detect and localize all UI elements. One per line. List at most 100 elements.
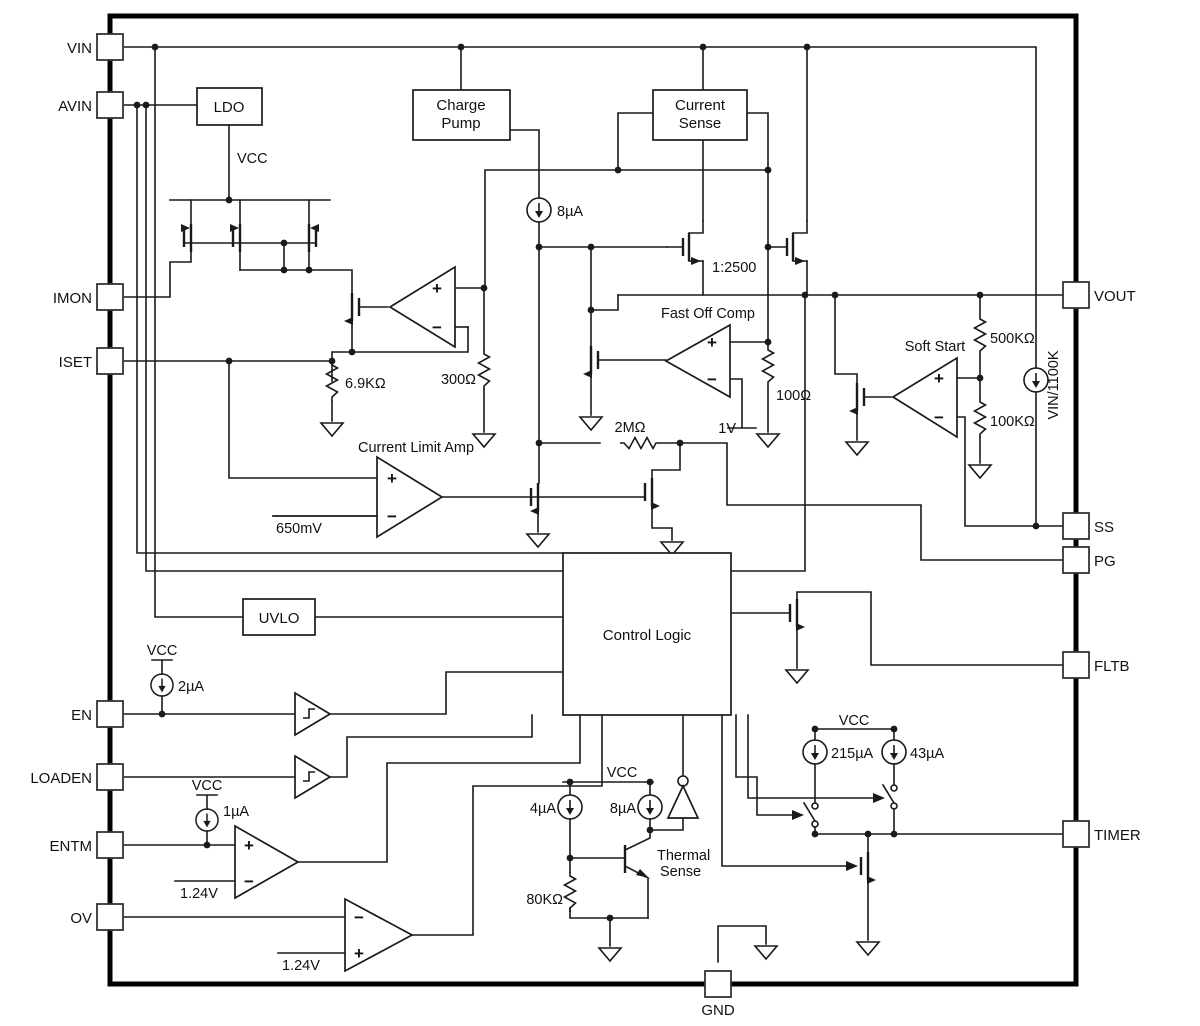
ldo-label: LDO <box>214 99 245 116</box>
pin-gnd <box>704 970 732 998</box>
resistor-300 <box>477 349 491 391</box>
label-8ua-b: 8µA <box>610 801 636 817</box>
label-gnd: GND <box>701 1002 735 1019</box>
transistors <box>181 220 876 884</box>
amp-signs: + − + − + − + − + − − + <box>244 279 944 963</box>
svg-text:Charge: Charge <box>436 97 485 114</box>
nmos-2m <box>643 478 660 510</box>
nmos-timer <box>859 852 876 884</box>
svg-text:Sense: Sense <box>679 115 722 132</box>
mirror-amp-minus: − <box>432 318 442 337</box>
en-schmitt-buffer <box>294 691 332 737</box>
fet-fastoff <box>583 346 600 378</box>
pin-loaden <box>96 763 124 791</box>
current-sources <box>150 197 1049 832</box>
label-1v: 1V <box>718 421 736 437</box>
resistor-500k <box>973 314 987 356</box>
current-source-vin-1100k <box>1023 367 1049 393</box>
label-pg: PG <box>1094 553 1116 570</box>
svg-text:Control Logic: Control Logic <box>603 627 692 644</box>
labels: VIN AVIN IMON ISET EN LOADEN ENTM OV VOU… <box>30 40 1141 1019</box>
label-avin: AVIN <box>58 98 92 115</box>
loaden-schmitt-buffer <box>294 754 332 800</box>
charge-pump-block <box>412 89 511 141</box>
softstart-minus: − <box>934 408 944 427</box>
label-124v-entm: 1.24V <box>180 886 218 902</box>
ldo-block <box>196 87 263 126</box>
label-1ua: 1µA <box>223 804 249 820</box>
ic-boundary <box>107 13 1079 987</box>
resistor-100 <box>761 345 775 387</box>
label-8ua-top: 8µA <box>557 204 583 220</box>
mirror-amp <box>388 265 456 349</box>
nmos-softstart <box>849 383 866 415</box>
label-124v-ov: 1.24V <box>282 958 320 974</box>
label-650mv: 650mV <box>276 521 322 537</box>
current-sense-block <box>652 89 748 141</box>
softstart-plus: + <box>934 369 944 388</box>
function-blocks: LDO Charge Pump Current Sense UVLO Contr… <box>196 87 748 716</box>
label-entm: ENTM <box>50 838 93 855</box>
label-43ua: 43µA <box>910 746 944 762</box>
pin-en <box>96 700 124 728</box>
pin-fltb <box>1062 651 1090 679</box>
timer-switches <box>802 783 898 828</box>
control-logic-block <box>562 552 732 716</box>
label-100: 100Ω <box>776 388 811 404</box>
uvlo-block <box>242 598 316 636</box>
fet-power-main <box>666 220 704 265</box>
pin-entm <box>96 831 124 859</box>
label-2ua: 2µA <box>178 679 204 695</box>
ov-comparator <box>344 897 414 973</box>
entm-plus: + <box>244 836 254 855</box>
thermal-inverter <box>666 783 700 819</box>
ov-plus: + <box>354 944 364 963</box>
label-vcc-timer: VCC <box>839 713 870 729</box>
pin-vin <box>96 33 124 61</box>
pmos-mirror-1 <box>181 224 193 252</box>
label-vcc-entm: VCC <box>192 778 223 794</box>
nmos-cla <box>529 483 540 515</box>
label-softstart: Soft Start <box>905 339 965 355</box>
pin-ov <box>96 903 124 931</box>
pin-vout <box>1062 281 1090 309</box>
current-source-43ua <box>881 739 907 765</box>
cla-minus: − <box>387 507 397 526</box>
label-cla: Current Limit Amp <box>358 440 474 456</box>
soft-start-amp <box>891 356 958 439</box>
amplifiers <box>234 265 958 973</box>
junction-dots <box>133 43 1040 922</box>
entm-comparator <box>234 824 300 900</box>
pin-timer <box>1062 820 1090 848</box>
nmos-fltb <box>788 599 805 631</box>
schmitt-glyph <box>303 771 315 782</box>
label-vin1100k: VIN/1100K <box>1046 350 1062 419</box>
current-source-8ua-top <box>526 197 552 223</box>
current-source-4ua <box>557 794 583 820</box>
label-ss: SS <box>1094 519 1114 536</box>
label-vcc-ldo: VCC <box>237 151 268 167</box>
label-vcc-thermal: VCC <box>607 765 638 781</box>
label-timer: TIMER <box>1094 827 1141 844</box>
resistor-100k <box>973 397 987 439</box>
inverter-bubble <box>677 775 689 787</box>
resistor-80k <box>563 871 577 913</box>
fastoff-plus: + <box>707 333 717 352</box>
label-imon: IMON <box>53 290 92 307</box>
pin-ss <box>1062 512 1090 540</box>
wires <box>122 46 1064 963</box>
label-iset: ISET <box>59 354 92 371</box>
fet-power-sense <box>770 220 808 265</box>
mirror-amp-plus: + <box>432 279 442 298</box>
current-limit-amp <box>376 455 444 539</box>
label-6p9k: 6.9KΩ <box>345 376 386 392</box>
pins <box>96 33 1090 998</box>
entm-minus: − <box>244 872 254 891</box>
label-en: EN <box>71 707 92 724</box>
label-300: 300Ω <box>441 372 476 388</box>
current-source-215ua <box>802 739 828 765</box>
svg-text:UVLO: UVLO <box>259 610 300 627</box>
pin-pg <box>1062 546 1090 574</box>
